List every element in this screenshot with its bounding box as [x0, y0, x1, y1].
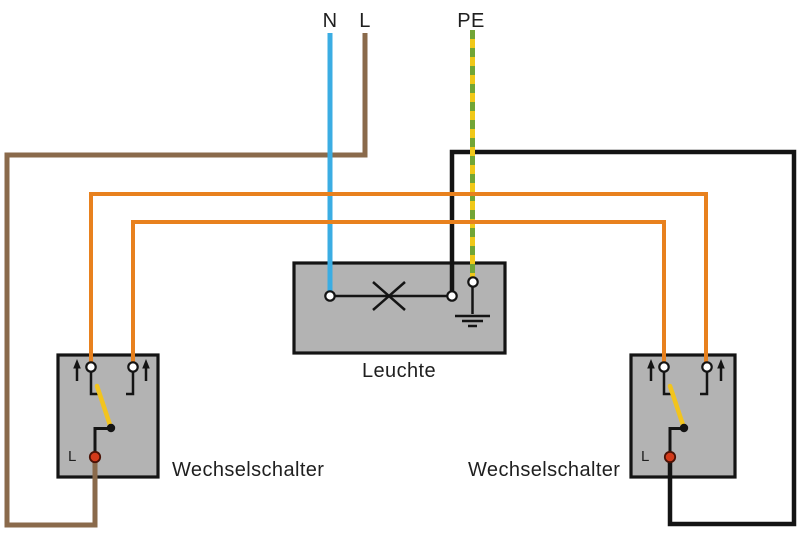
label-neutral: N: [323, 10, 338, 32]
arrow-up-icon: [647, 359, 655, 381]
common-connection: [93, 427, 111, 452]
arrow-up-icon: [717, 359, 725, 381]
arrow-up-icon: [73, 359, 81, 381]
label-switch-left: Wechselschalter: [172, 459, 324, 481]
lamp-terminal-switched: [446, 290, 458, 302]
corresponding-wire-inner: [131, 220, 666, 365]
label-luminaire: Leuchte: [362, 360, 436, 382]
contact-stub: [126, 371, 135, 396]
label-line: L: [359, 10, 371, 32]
switched-wire-black: [449, 149, 797, 527]
switch-terminal: [127, 361, 139, 373]
line-wire-brown: [4, 33, 368, 528]
contact-stub: [700, 371, 709, 396]
switch-lever: [667, 383, 686, 428]
switch-terminal: [85, 361, 97, 373]
lamp-symbol: [330, 281, 452, 311]
earth-ground-icon: [455, 285, 490, 328]
label-switch-right: Wechselschalter: [468, 459, 620, 481]
common-dot: [106, 423, 116, 433]
l-terminal-red: [663, 450, 677, 464]
lamp-terminal-neutral: [324, 290, 336, 302]
contact-stub: [662, 371, 671, 396]
label-l-terminal-right: L: [641, 448, 649, 465]
common-connection: [668, 427, 684, 452]
label-pe: PE: [457, 10, 484, 32]
l-terminal-red: [88, 450, 102, 464]
lamp-terminal-pe: [467, 276, 479, 288]
switch-right-internals: [647, 359, 725, 464]
corresponding-wire-outer: [89, 192, 708, 365]
label-l-terminal-left: L: [68, 448, 76, 465]
switch-right-box: [629, 353, 737, 479]
contact-stub: [89, 371, 98, 396]
arrow-up-icon: [142, 359, 150, 381]
switch-lever: [94, 383, 113, 428]
switch-left-internals: [73, 359, 150, 464]
common-dot: [679, 423, 689, 433]
switch-terminal: [701, 361, 713, 373]
switch-terminal: [658, 361, 670, 373]
